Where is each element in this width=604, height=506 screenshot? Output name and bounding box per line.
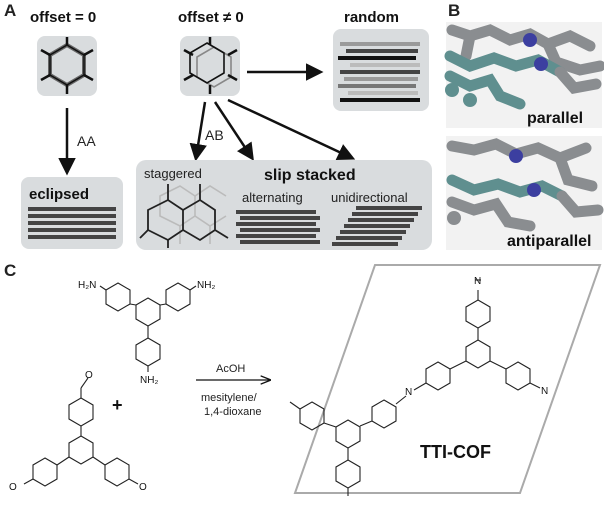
eclipsed-hexagon-tile bbox=[37, 36, 97, 96]
unidirectional-label: unidirectional bbox=[331, 190, 408, 205]
alternating-label: alternating bbox=[242, 190, 303, 205]
offset-nonzero-label: offset ≠ 0 bbox=[178, 9, 244, 26]
aa-label: AA bbox=[77, 133, 96, 149]
amine-top-left: H₂N bbox=[78, 280, 96, 291]
plus-sign: + bbox=[112, 395, 123, 415]
random-label: random bbox=[344, 9, 399, 26]
aldehyde-o-right: O bbox=[139, 482, 147, 493]
eclipsed-label: eclipsed bbox=[29, 186, 89, 203]
staggered-label: staggered bbox=[144, 166, 202, 181]
amine-bottom: NH₂ bbox=[140, 375, 158, 386]
solvent-line-2: 1,4-dioxane bbox=[204, 406, 262, 418]
aldehyde-o-left: O bbox=[9, 482, 17, 493]
tti-cof-structure bbox=[289, 279, 541, 496]
alternating-arrow bbox=[213, 101, 254, 161]
panel-label-c: C bbox=[4, 261, 16, 280]
aldehyde-o-top: O bbox=[85, 370, 93, 381]
eclipsed-box bbox=[21, 177, 123, 249]
slip-stacked-label: slip stacked bbox=[264, 167, 356, 184]
antiparallel-model bbox=[446, 136, 604, 250]
reagent-label: AcOH bbox=[216, 363, 245, 375]
parallel-model bbox=[444, 22, 604, 128]
unidirectional-stack bbox=[332, 206, 422, 246]
parallel-label: parallel bbox=[527, 110, 583, 127]
ab-label: AB bbox=[205, 127, 224, 143]
solvent-line-1: mesitylene/ bbox=[201, 392, 258, 404]
antiparallel-label: antiparallel bbox=[507, 233, 591, 250]
cof-name-label: TTI-COF bbox=[420, 442, 491, 462]
staggered-network bbox=[139, 184, 229, 248]
offset-hexagon-tile bbox=[180, 36, 240, 96]
triamine-monomer bbox=[99, 282, 197, 372]
slip-stacked-box bbox=[136, 160, 432, 250]
trialdehyde-monomer bbox=[23, 377, 139, 487]
panel-label-b: B bbox=[448, 1, 460, 20]
imine-n-top: N bbox=[474, 276, 481, 287]
imine-n-right: N bbox=[541, 386, 548, 397]
unit-cell bbox=[293, 264, 602, 494]
offset-zero-label: offset = 0 bbox=[30, 9, 96, 26]
imine-n-middle: N bbox=[405, 387, 412, 398]
random-box bbox=[333, 29, 429, 111]
staggered-arrow bbox=[189, 101, 207, 162]
amine-top-right: NH₂ bbox=[197, 280, 215, 291]
unidirectional-arrow bbox=[227, 98, 356, 160]
alternating-stack bbox=[236, 210, 320, 244]
panel-label-a: A bbox=[4, 1, 16, 20]
